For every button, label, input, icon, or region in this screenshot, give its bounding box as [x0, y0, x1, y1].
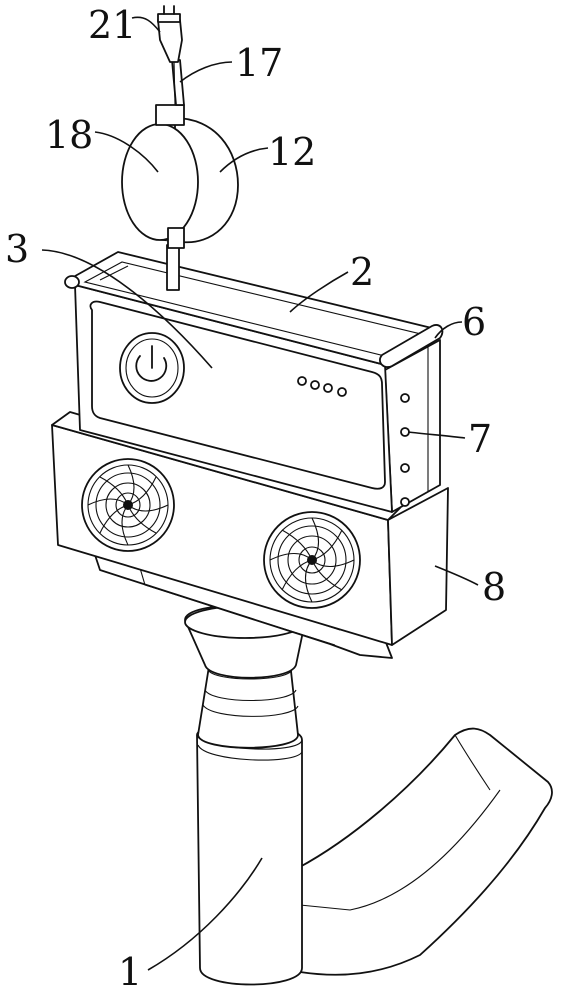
leader-2	[289, 271, 349, 313]
reel-stem	[166, 244, 180, 291]
leader-12	[219, 147, 269, 173]
label-2: 2	[350, 250, 374, 294]
label-18: 18	[45, 113, 93, 157]
label-8: 8	[482, 565, 506, 609]
label-12: 12	[268, 130, 316, 174]
leader-1	[147, 857, 263, 971]
side-hole	[400, 497, 410, 507]
side-hole	[400, 463, 410, 473]
power-button-icon	[119, 332, 185, 404]
blade	[297, 727, 553, 976]
reel-bottom	[167, 227, 185, 249]
handle-cylinder	[196, 723, 303, 986]
reel-face	[121, 123, 199, 241]
label-3: 3	[5, 227, 29, 271]
reference-numerals: 21 17 18 12 3 2 6 7 8 1	[5, 3, 506, 994]
leader-7	[407, 431, 466, 439]
cable-reel	[121, 104, 239, 291]
reel-top	[155, 104, 185, 126]
label-7: 7	[468, 417, 492, 461]
indicator-dot	[310, 380, 320, 390]
indicator-dot	[337, 387, 347, 397]
corner-bumper	[379, 324, 444, 368]
label-1: 1	[118, 950, 142, 994]
right-fan	[263, 511, 361, 609]
indicator-dot	[323, 383, 333, 393]
indicator-dot	[297, 376, 307, 386]
leader-6	[434, 321, 463, 339]
left-fan	[81, 458, 175, 552]
leader-8	[434, 565, 479, 586]
fan-housing-side	[387, 487, 449, 646]
control-box	[64, 251, 444, 513]
leader-3	[41, 249, 213, 369]
label-17: 17	[235, 41, 283, 85]
leader-21	[131, 16, 161, 33]
label-21: 21	[88, 3, 136, 47]
side-hole	[400, 393, 410, 403]
side-hole	[400, 427, 410, 437]
leader-17	[179, 61, 233, 83]
leader-18	[94, 131, 159, 173]
corner-bumper	[64, 275, 80, 289]
power-plug	[157, 5, 185, 106]
label-6: 6	[462, 300, 486, 344]
handle-assembly	[184, 604, 553, 986]
plug-body	[157, 19, 183, 63]
leader-lines	[41, 16, 479, 971]
